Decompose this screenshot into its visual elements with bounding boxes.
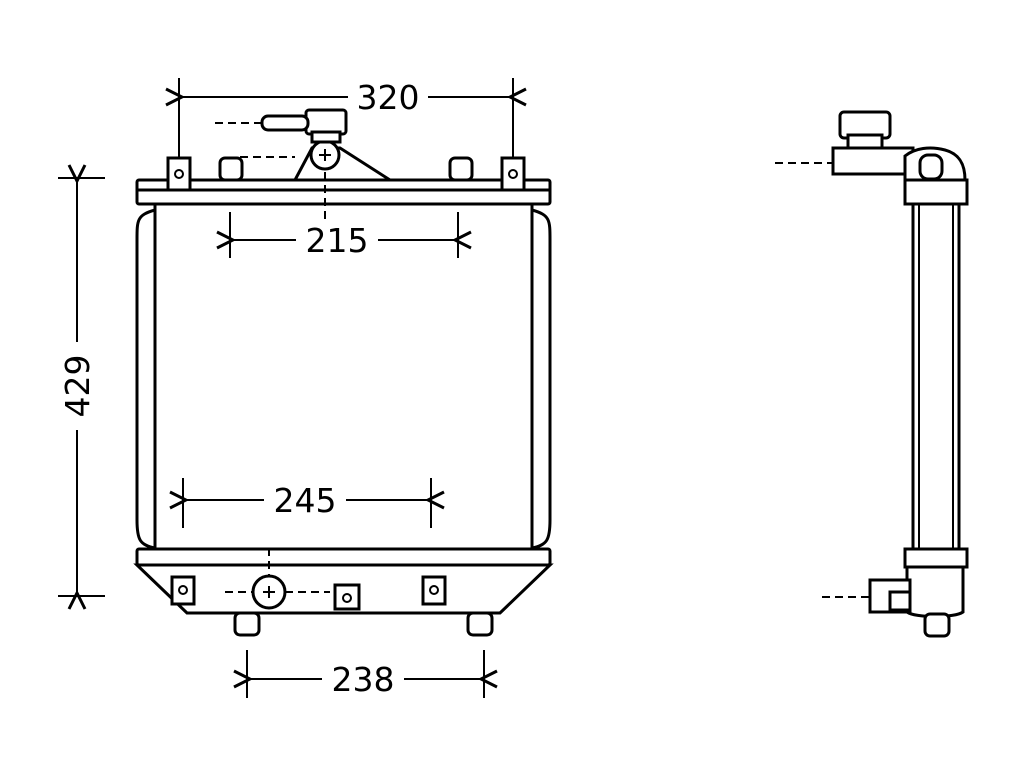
dimension-label-245: 245 <box>274 481 337 520</box>
radiator-side-view-icon <box>775 110 969 638</box>
dimension-245: 245 <box>183 478 431 528</box>
dimension-320: 320 <box>179 78 513 158</box>
dimension-label-215: 215 <box>306 221 369 260</box>
dimension-429: 429 <box>58 178 105 596</box>
dimension-label-238: 238 <box>332 660 395 699</box>
dimension-215: 215 <box>230 172 458 260</box>
radiator-front-view-icon <box>133 108 554 637</box>
dimension-238: 238 <box>247 548 484 699</box>
dimension-label-320: 320 <box>357 78 420 117</box>
dimension-label-429: 429 <box>58 355 97 418</box>
